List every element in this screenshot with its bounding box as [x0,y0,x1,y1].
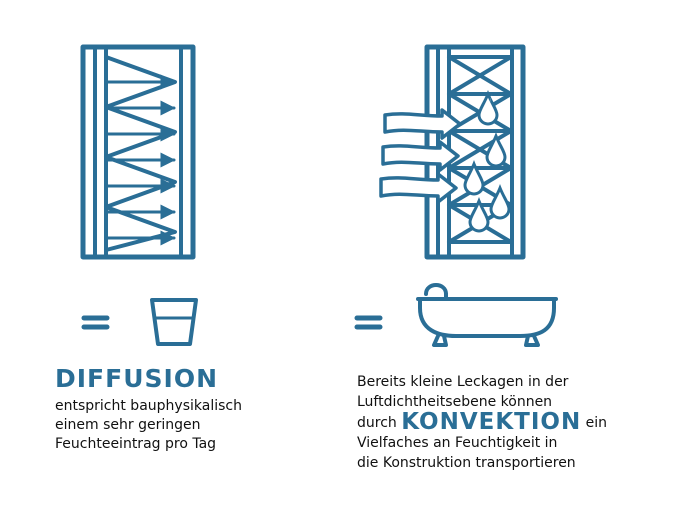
convection-line-1: Bereits kleine Leckagen in der [357,374,569,390]
drop [468,196,490,233]
convection-line-3: durch KONVEKTION ein [357,409,687,435]
convection-line-4: Vielfaches an Feuchtigkeit in [357,435,558,451]
drop [485,94,492,120]
airflow-arrows [379,108,462,204]
drop [485,131,507,168]
diffusion-line-3: Feuchteeintrag pro Tag [55,436,217,452]
convection-title: KONVEKTION [401,409,582,435]
bathtub-icon [416,283,558,347]
airflow-arrow [383,108,462,140]
drop [489,183,511,220]
diffusion-line-1: entspricht bauphysikalisch [55,398,242,414]
water-drops [463,89,511,233]
wall-diffusion [80,44,196,260]
convection-line-2: Luftdichtheitsebene können [357,394,553,410]
convection-description: Bereits kleine Leckagen in der Luftdicht… [357,372,687,473]
airflow-arrow [381,140,460,172]
drinking-glass-icon [150,298,198,346]
convection-line-5: die Konstruktion transportieren [357,455,576,471]
convection-line-3-post: ein [585,415,608,431]
equals-sign-icon [354,315,383,330]
convection-line-3-pre: durch [357,415,397,431]
diffusion-line-2: einem sehr geringen [55,417,201,433]
airflow-arrow [379,172,458,204]
drop [477,89,499,126]
diffusion-title: DIFFUSION [55,364,218,393]
drop [463,159,485,196]
equals-sign-icon [81,315,110,330]
diffusion-description: entspricht bauphysikalisch einem sehr ge… [55,397,315,454]
